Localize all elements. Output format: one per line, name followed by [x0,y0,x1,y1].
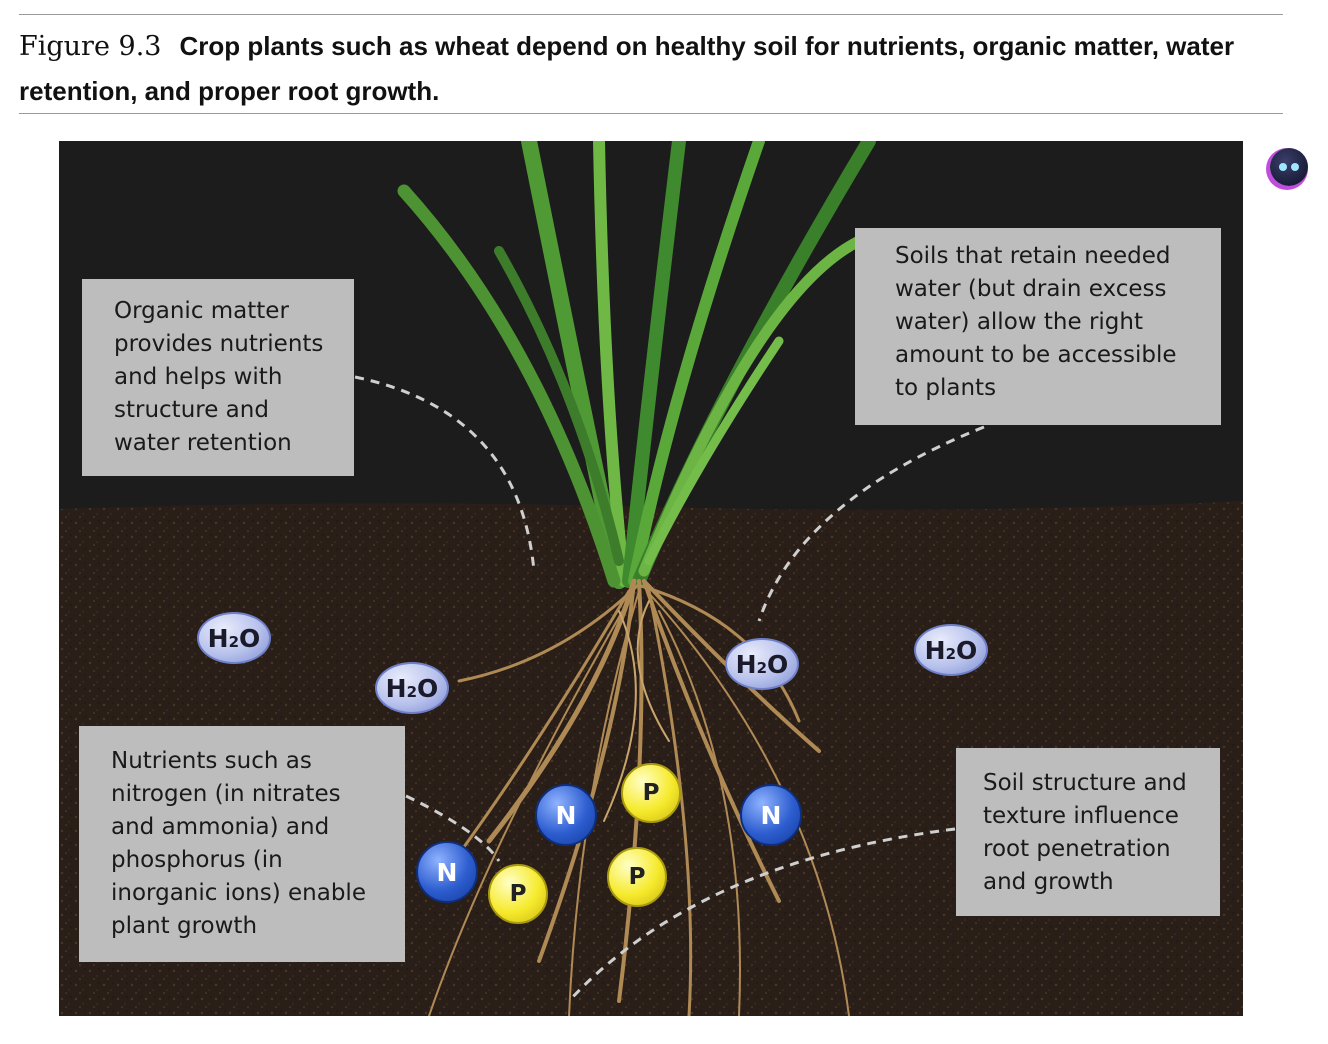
phosphorus-ion: P [621,763,681,823]
nitrogen-ion: N [740,784,802,846]
leader-lines [354,375,985,1003]
nutrients-text: Nutrients such as nitrogen (in nitrates … [111,748,366,939]
organic-matter-callout: Organic matter provides nutrients and he… [82,279,354,476]
soil-structure-callout: Soil structure and texture influence roo… [956,748,1220,916]
soil-structure-text: Soil structure and texture influence roo… [983,770,1187,895]
caption-bottom-rule [19,113,1283,114]
caption-top-rule [19,14,1283,15]
phosphorus-ion: P [488,864,548,924]
phosphorus-ion: P [607,847,667,907]
wheat-leaves [397,141,876,589]
water-retention-callout: Soils that retain needed water (but drai… [855,228,1221,425]
nutrients-callout: Nutrients such as nitrogen (in nitrates … [79,726,405,962]
figure-label: Figure 9.3 [19,31,162,62]
nitrogen-ion: N [535,784,597,846]
soil-wheat-figure: Organic matter provides nutrients and he… [59,141,1243,1016]
nitrogen-ion: N [416,841,478,903]
water-retention-text: Soils that retain needed water (but drai… [895,243,1177,401]
organic-matter-text: Organic matter provides nutrients and he… [114,298,324,456]
figure-caption-text: Crop plants such as wheat depend on heal… [19,31,1235,106]
assistant-bot-icon[interactable] [1270,148,1308,186]
